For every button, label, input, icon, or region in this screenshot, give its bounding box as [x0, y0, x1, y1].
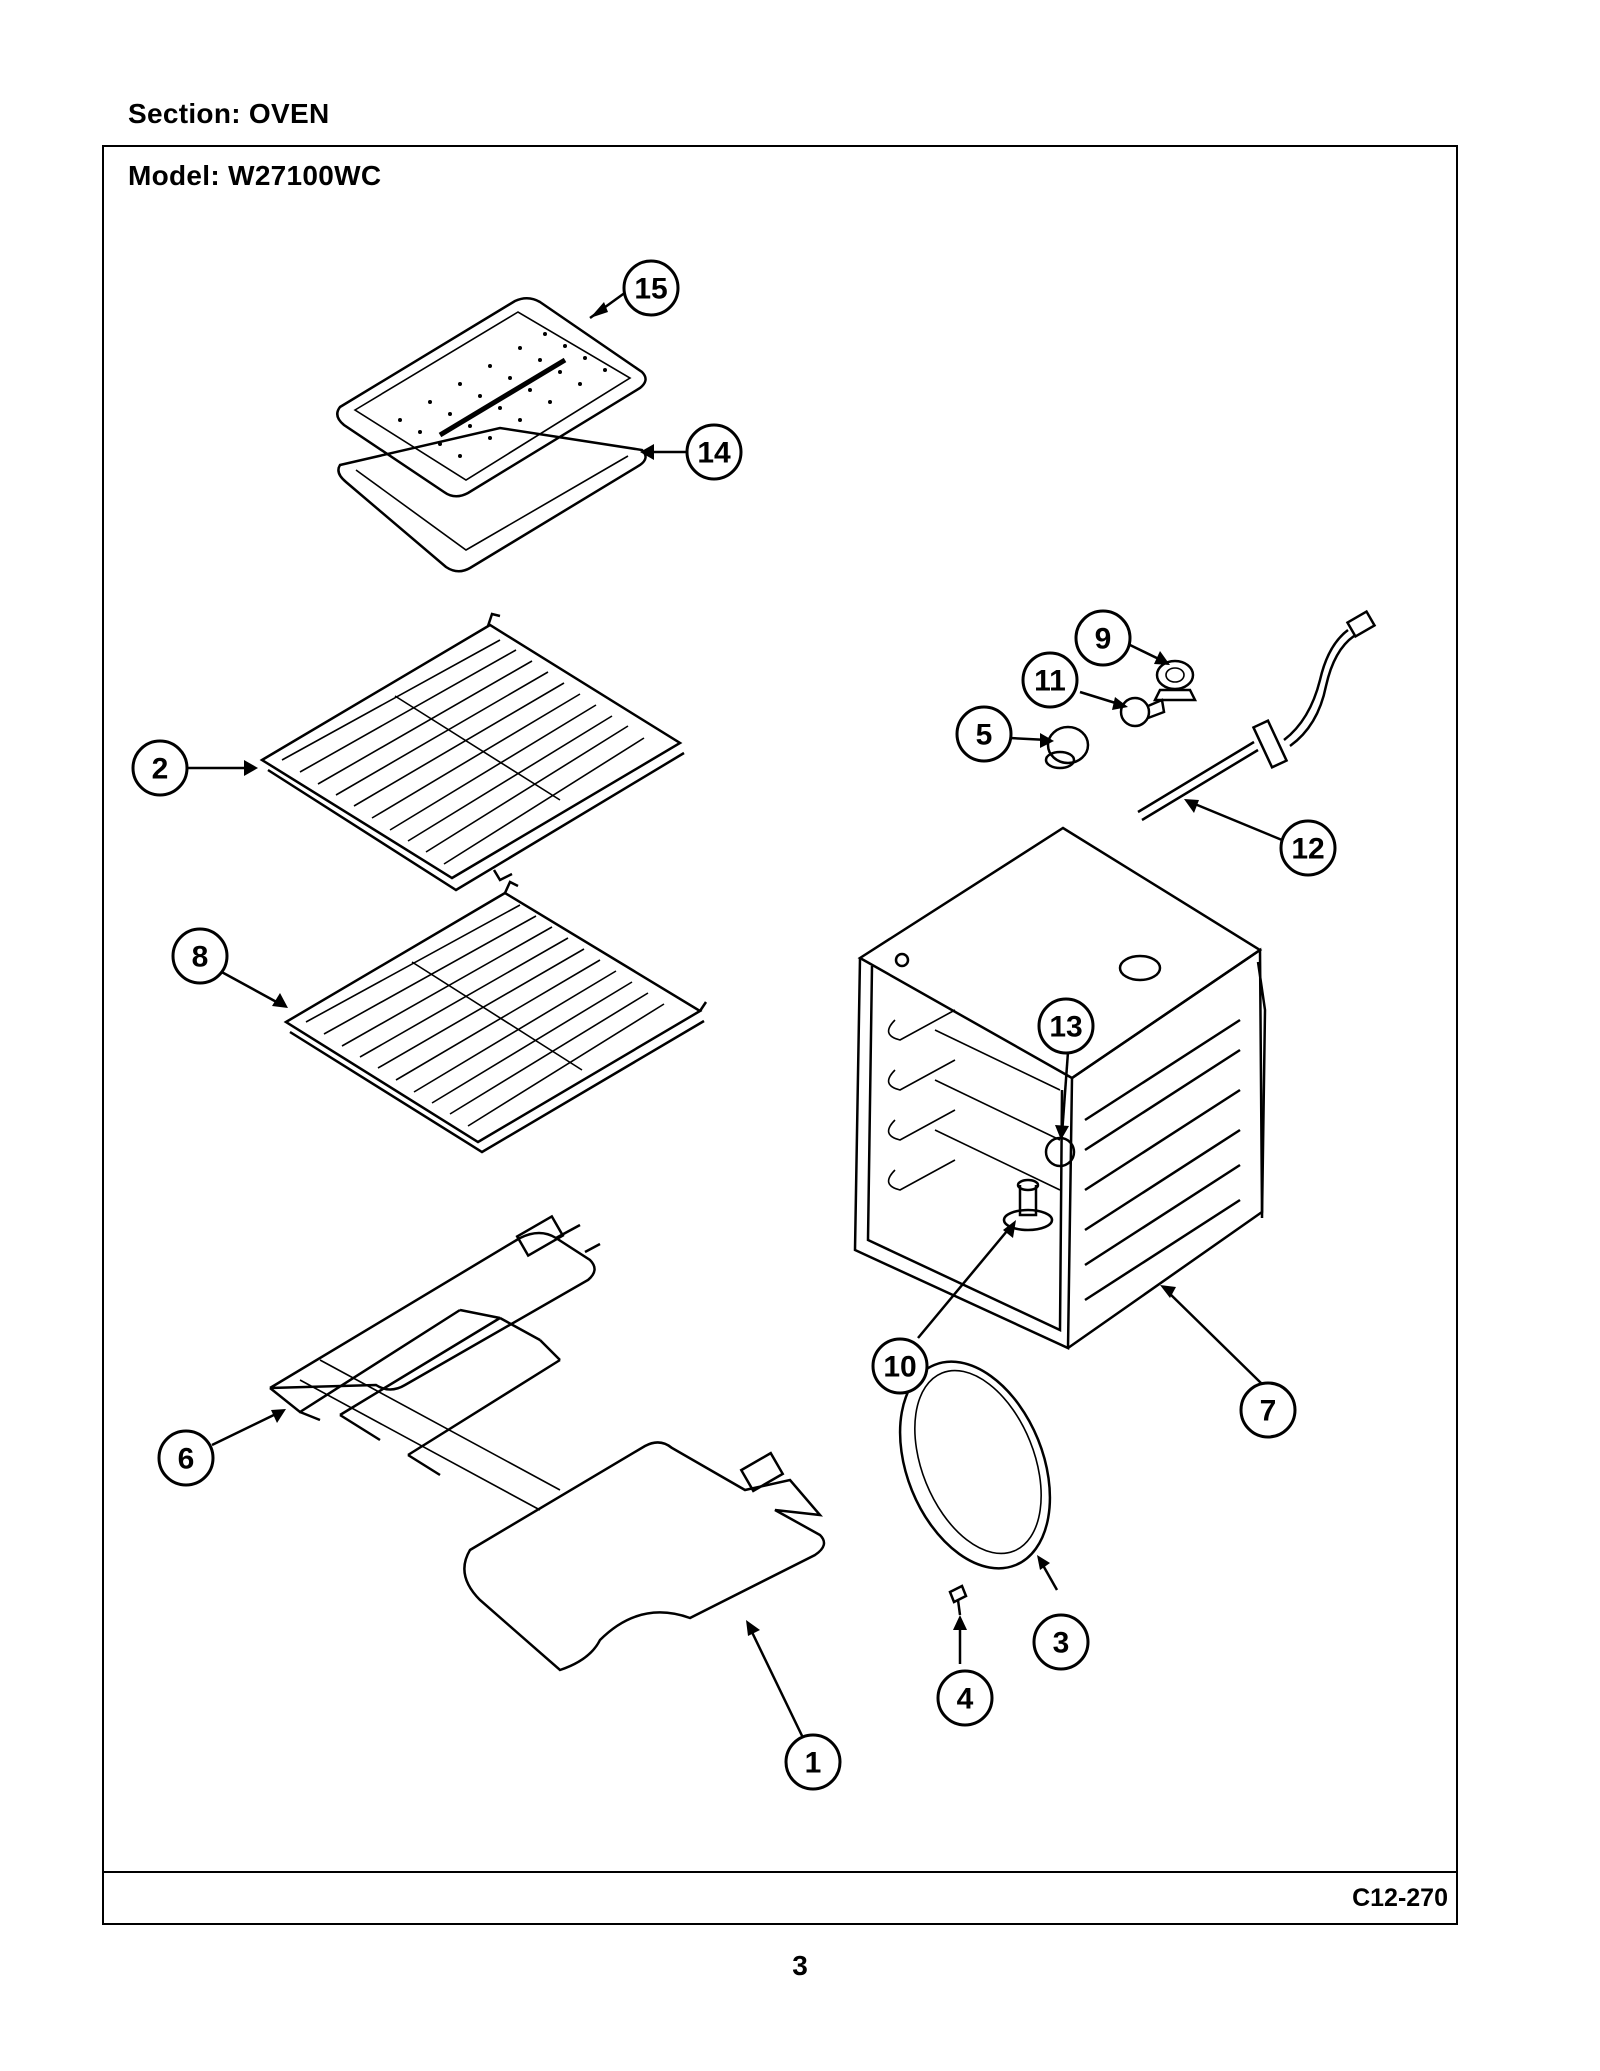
- section-title: Section: OVEN: [128, 98, 330, 129]
- broil-pan-drawing: [337, 426, 647, 573]
- callout-14-label: 14: [697, 437, 731, 470]
- callout-12: 12: [1279, 819, 1337, 877]
- screw-drawing: [948, 1584, 968, 1616]
- leader-lines: [186, 290, 1283, 1743]
- callout-4-label: 4: [957, 1683, 974, 1716]
- diagram-code: C12-270: [1352, 1884, 1448, 1912]
- callout-6: 6: [157, 1429, 215, 1487]
- callout-15: 15: [622, 259, 680, 317]
- callout-13: 13: [1037, 997, 1095, 1055]
- callout-1: 1: [784, 1733, 842, 1791]
- callout-8: 8: [171, 927, 229, 985]
- callout-9: 9: [1074, 609, 1132, 667]
- gasket-drawing: [898, 1360, 1052, 1570]
- callout-7: 7: [1239, 1381, 1297, 1439]
- page-number: 3: [792, 1950, 808, 1981]
- light-assembly-drawing: [1044, 659, 1198, 770]
- diagram-frame: [102, 145, 1458, 1925]
- broil-pan-insert-drawing: [336, 297, 647, 498]
- callout-2: 2: [131, 739, 189, 797]
- callout-13-label: 13: [1049, 1011, 1082, 1044]
- callout-3-label: 3: [1053, 1627, 1070, 1660]
- callout-12-label: 12: [1291, 833, 1324, 866]
- bake-element-drawing: [463, 1441, 826, 1672]
- callout-1-label: 1: [805, 1747, 822, 1780]
- callout-2-label: 2: [152, 753, 169, 786]
- rack-lower-drawing: [283, 880, 708, 1154]
- callout-11-label: 11: [1034, 665, 1066, 698]
- rack-upper-drawing: [259, 612, 685, 892]
- footer-divider: [102, 1871, 1458, 1873]
- model-title: Model: W27100WC: [128, 160, 382, 191]
- callout-8-label: 8: [192, 941, 209, 974]
- callout-3: 3: [1032, 1613, 1090, 1671]
- callout-10: 10: [871, 1337, 929, 1395]
- callout-7-label: 7: [1260, 1395, 1277, 1428]
- sensor-drawing: [1137, 609, 1377, 822]
- callout-10-label: 10: [883, 1351, 916, 1384]
- broil-element-drawing: [269, 1214, 601, 1511]
- oven-cavity-drawing: [853, 826, 1267, 1350]
- callout-11: 11: [1021, 651, 1079, 709]
- callout-9-label: 9: [1095, 623, 1112, 656]
- callout-6-label: 6: [178, 1443, 195, 1476]
- callout-4: 4: [936, 1669, 994, 1727]
- callout-14: 14: [685, 423, 743, 481]
- callout-5: 5: [955, 705, 1013, 763]
- callout-5-label: 5: [976, 719, 993, 752]
- callout-15-label: 15: [634, 273, 667, 306]
